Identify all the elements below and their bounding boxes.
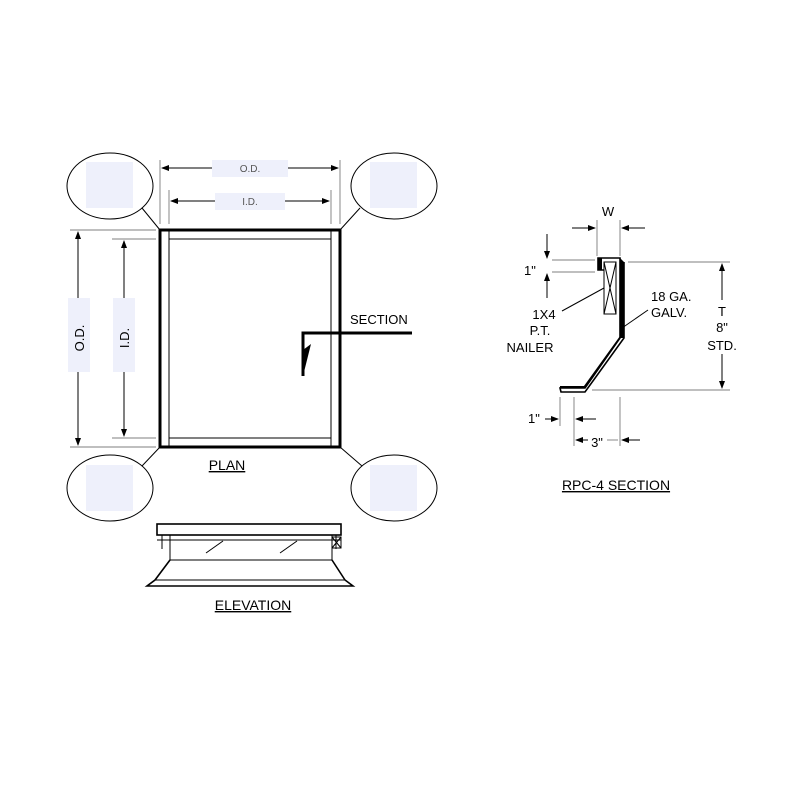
curb-profile [558, 257, 625, 393]
section-title: RPC-4 SECTION [562, 477, 670, 493]
corner-balloon-bottom-right [339, 446, 438, 522]
id-vertical-label: I.D. [117, 328, 132, 348]
nailer-line-2: P.T. [530, 323, 551, 338]
corner-balloon-top-left [66, 152, 161, 231]
height-dimension: T 8" STD. [592, 261, 737, 391]
id-horizontal-dimension: I.D. [168, 190, 332, 224]
base-dimension: 3" [575, 397, 640, 450]
plan-title: PLAN [209, 457, 246, 473]
nailer-line-3: NAILER [507, 340, 554, 355]
rpc4-section-view: W 1" 1X4 P.T. NAILER 18 GA. [507, 204, 737, 493]
plan-view: O.D. I.D. O.D. I.D. [66, 152, 438, 522]
od-vertical-dimension: O.D. [68, 229, 156, 448]
section-callout-label: SECTION [350, 312, 408, 327]
nailer-block: 1X4 P.T. NAILER [507, 261, 617, 355]
material-line-1: 18 GA. [651, 289, 691, 304]
id-horizontal-label: I.D. [242, 197, 258, 208]
corner-balloon-top-right [339, 152, 438, 231]
curb-inner-outline [168, 238, 332, 439]
top-flange-dimension: 1" [524, 234, 595, 298]
curb-outer-outline [158, 228, 342, 449]
od-vertical-label: O.D. [72, 325, 87, 352]
material-line-2: GALV. [651, 305, 687, 320]
height-line-3: STD. [707, 338, 737, 353]
od-horizontal-label: O.D. [240, 164, 261, 175]
elevation-view: ELEVATION [144, 523, 356, 613]
width-dimension: W [572, 204, 645, 256]
elevation-title: ELEVATION [215, 597, 292, 613]
height-line-1: T [718, 304, 726, 319]
od-horizontal-dimension: O.D. [159, 160, 341, 224]
corner-balloon-bottom-left [66, 446, 161, 522]
bottom-flange-label: 1" [528, 411, 540, 426]
height-line-2: 8" [716, 320, 728, 335]
top-flange-label: 1" [524, 263, 536, 278]
width-label: W [602, 204, 615, 219]
material-callout: 18 GA. GALV. [621, 289, 691, 329]
bottom-flange-dimension: 1" [528, 397, 596, 446]
section-cut-marker: SECTION [301, 312, 412, 376]
nailer-line-1: 1X4 [532, 307, 555, 322]
id-vertical-dimension: I.D. [112, 238, 156, 439]
base-label: 3" [591, 435, 603, 450]
